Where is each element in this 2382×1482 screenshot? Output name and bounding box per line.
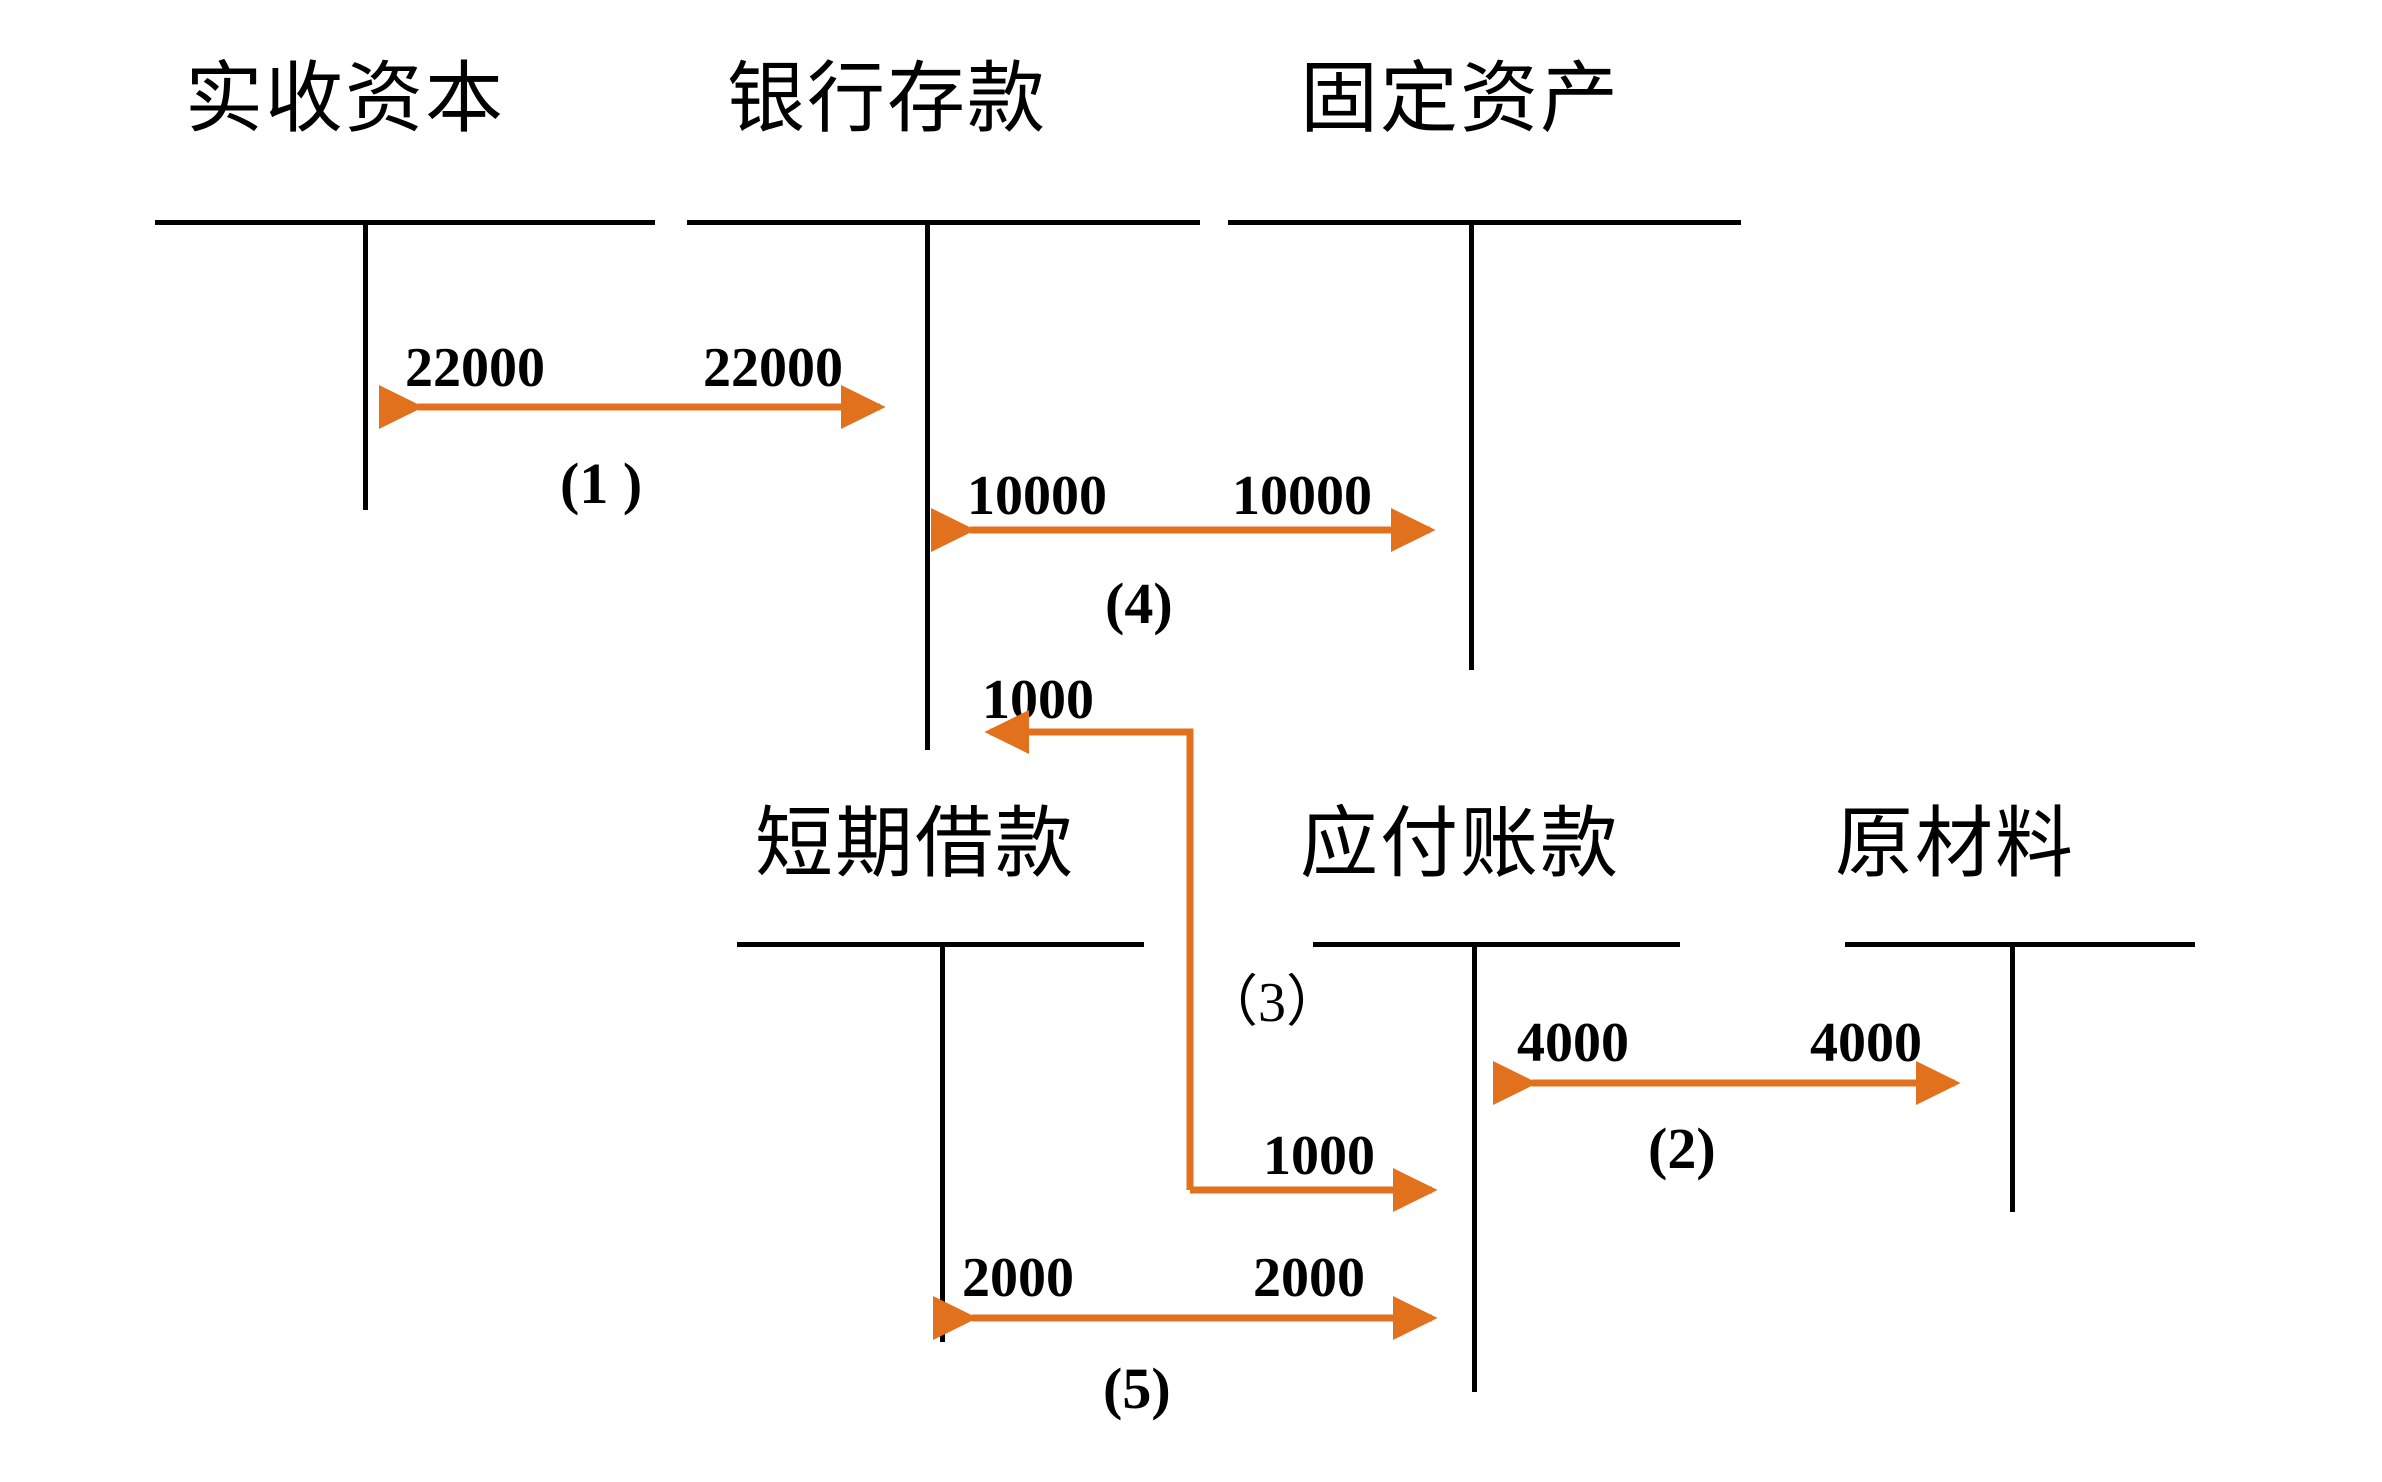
- amount-txn-3-right: 1000: [1263, 1125, 1375, 1187]
- amount-txn-5-left: 2000: [962, 1247, 1074, 1309]
- t-account-title-raw-materials: 原材料: [1835, 800, 2076, 887]
- amount-txn-5-right: 2000: [1253, 1247, 1365, 1309]
- amount-txn-1-left: 22000: [405, 337, 545, 399]
- t-account-stem-raw-materials: [2010, 942, 2015, 1212]
- amount-txn-3-left: 1000: [982, 669, 1094, 731]
- txn-label-4: (4): [1105, 571, 1173, 636]
- t-account-bar-bank-deposit: [687, 220, 1200, 225]
- t-account-stem-fixed-assets: [1469, 220, 1474, 670]
- amount-txn-1-right: 22000: [703, 337, 843, 399]
- t-account-stem-bank-deposit: [925, 220, 930, 750]
- t-account-stem-accounts-payable: [1472, 942, 1477, 1392]
- amount-txn-4-right: 10000: [1232, 465, 1372, 527]
- t-account-title-accounts-payable: 应付账款: [1300, 800, 1621, 887]
- txn-label-3: （3）: [1202, 972, 1342, 1034]
- amount-txn-4-left: 10000: [967, 465, 1107, 527]
- txn-label-1: (1 ): [560, 451, 643, 516]
- t-account-bar-paid-in-capital: [155, 220, 655, 225]
- txn-label-2: (2): [1648, 1116, 1716, 1181]
- t-account-stem-paid-in-capital: [363, 220, 368, 510]
- t-account-title-short-term-loan: 短期借款: [755, 800, 1076, 887]
- t-account-title-bank-deposit: 银行存款: [727, 55, 1048, 142]
- t-account-bar-fixed-assets: [1228, 220, 1741, 225]
- t-account-title-paid-in-capital: 实收资本: [185, 55, 506, 142]
- t-account-bar-accounts-payable: [1313, 942, 1680, 947]
- t-account-bar-raw-materials: [1845, 942, 2195, 947]
- t-account-title-fixed-assets: 固定资产: [1300, 55, 1621, 142]
- txn-label-5: (5): [1103, 1356, 1171, 1421]
- amount-txn-2-right: 4000: [1810, 1012, 1922, 1074]
- amount-txn-2-left: 4000: [1517, 1012, 1629, 1074]
- t-account-stem-short-term-loan: [940, 942, 945, 1342]
